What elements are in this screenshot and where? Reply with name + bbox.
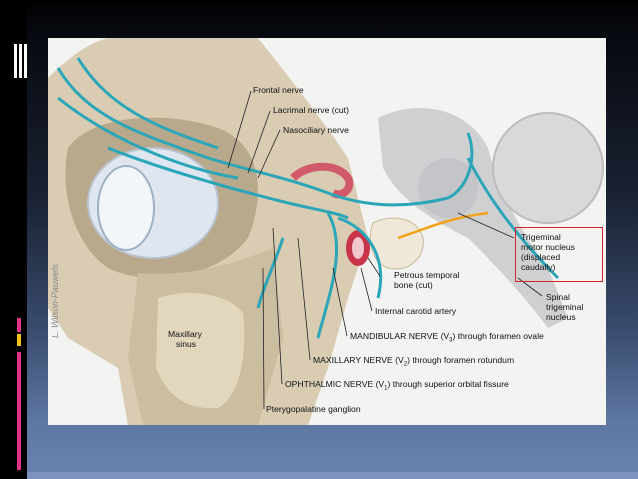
carotid-loop bbox=[290, 162, 354, 199]
eye-inner bbox=[97, 165, 155, 251]
slide-left-strip bbox=[0, 0, 27, 479]
brainstem bbox=[378, 108, 568, 328]
label-spinal-1: Spinal bbox=[546, 292, 570, 302]
accent-bar-pink bbox=[17, 352, 21, 470]
artist-signature: L. Wilson-Pauwels bbox=[50, 264, 60, 338]
label-internal-carotid: Internal carotid artery bbox=[375, 306, 457, 316]
motor-pathway bbox=[397, 211, 489, 240]
label-spinal-2: trigeminal bbox=[546, 302, 584, 312]
cerebellum bbox=[492, 112, 604, 224]
pons bbox=[418, 158, 478, 218]
label-ophthalmic-nerve: OPHTHALMIC NERVE (V1) through superior o… bbox=[285, 379, 509, 392]
label-trigeminal-motor-2: motor nucleus bbox=[521, 242, 575, 252]
label-trigeminal-motor-4: caudally) bbox=[521, 262, 556, 272]
label-maxillary-sinus-2: sinus bbox=[176, 339, 197, 349]
accent-bar-yellow bbox=[17, 334, 21, 346]
label-frontal-nerve: Frontal nerve bbox=[253, 85, 304, 95]
label-trigeminal-motor-3: (displaced bbox=[521, 252, 561, 262]
leader-lines bbox=[227, 90, 543, 410]
label-mandibular-nerve: MANDIBULAR NERVE (V3) through foramen ov… bbox=[350, 331, 544, 344]
label-lacrimal-nerve: Lacrimal nerve (cut) bbox=[273, 105, 349, 115]
petrous-bone bbox=[369, 217, 424, 270]
label-spinal-3: nucleus bbox=[546, 312, 576, 322]
trigeminal-nerve-figure: Frontal nerve Lacrimal nerve (cut) Nasoc… bbox=[48, 38, 606, 425]
label-petrous-2: bone (cut) bbox=[394, 280, 433, 290]
label-petrous-1: Petrous temporal bbox=[394, 270, 460, 280]
label-trigeminal-motor-1: Trigeminal bbox=[521, 232, 561, 242]
label-pterygopalatine: Pterygopalatine ganglion bbox=[266, 404, 361, 414]
nerve-branches bbox=[56, 57, 560, 339]
label-maxillary-nerve: MAXILLARY NERVE (V2) through foramen rot… bbox=[313, 355, 515, 368]
footer-bar bbox=[27, 472, 638, 479]
anatomy-illustration bbox=[48, 38, 604, 425]
label-nasociliary-nerve: Nasociliary nerve bbox=[283, 125, 349, 135]
accent-bar-pink-top bbox=[17, 318, 21, 332]
maxillary-sinus bbox=[156, 293, 245, 409]
highlight-box bbox=[515, 227, 603, 282]
slide-decoration-bars bbox=[14, 44, 28, 78]
carotid-lumen bbox=[352, 237, 364, 259]
label-maxillary-sinus-1: Maxillary bbox=[168, 329, 202, 339]
